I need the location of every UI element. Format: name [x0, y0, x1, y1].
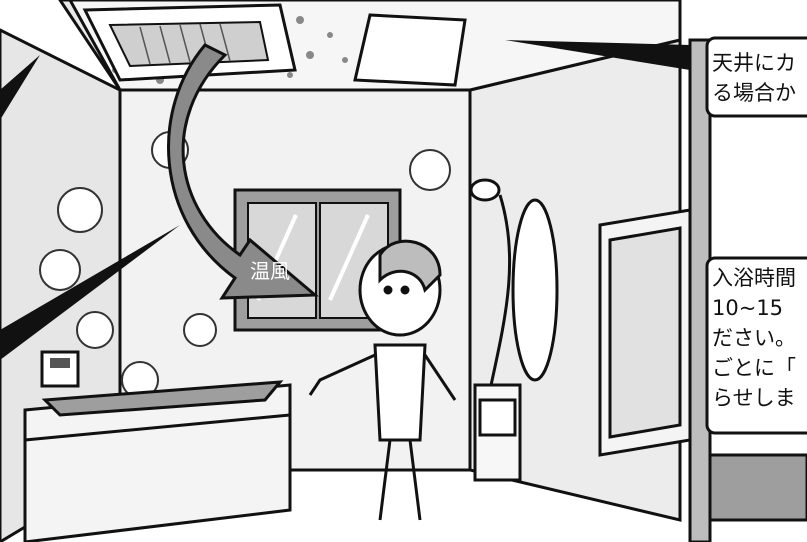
callout-top: 天井にカ る場合か [707, 38, 807, 116]
callout-right-line-4: ごとに「 [712, 356, 796, 380]
callout-right: 入浴時間 10~15 ださい。 ごとに「 らせしま [707, 258, 807, 433]
bathtub [25, 382, 290, 542]
callout-top-line-1: 天井にカ [712, 51, 796, 75]
bathroom-door [600, 210, 690, 455]
bath-control-panel [42, 352, 78, 386]
ceiling-hatch [355, 15, 465, 85]
callout-right-line-2: 10~15 [712, 296, 783, 320]
callout-right-line-5: らせしま [712, 386, 796, 410]
callout-top-line-2: る場合か [712, 81, 796, 105]
arrow-label: 温風 [250, 259, 290, 283]
callout-right-line-1: 入浴時間 [712, 266, 796, 290]
faucet-counter [475, 385, 520, 480]
callout-right-line-3: ださい。 [712, 326, 796, 350]
